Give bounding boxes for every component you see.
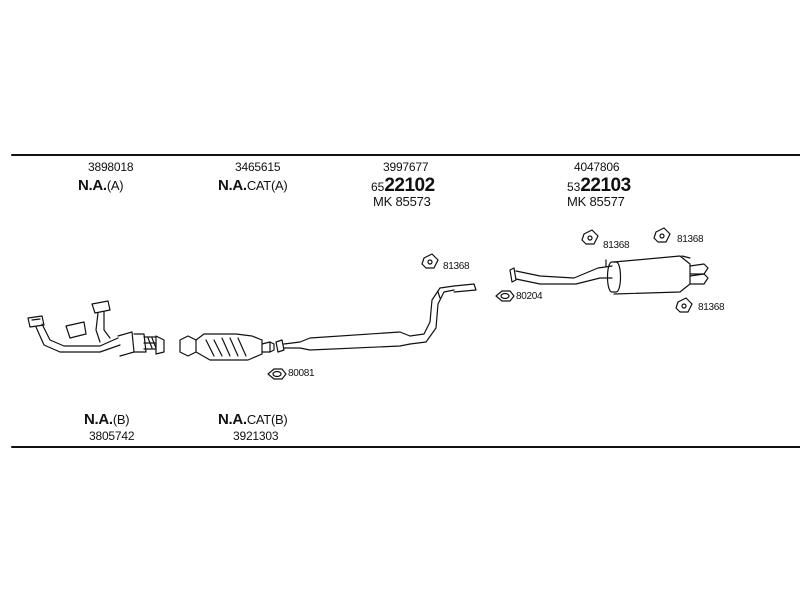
variant-suffix: CAT(A) [246,178,288,193]
article-prefix: 65 [371,180,385,194]
na-text: N.A. [84,411,113,428]
article-main: 22102 [384,175,435,196]
clamp-number: 81368 [443,261,470,272]
part-code-label: 3805742 [89,429,135,443]
clamp-number: 81368 [603,240,630,251]
rear-muffler [509,255,709,295]
article-main: 22103 [580,175,631,196]
part-code-label: 3898018 [88,160,134,174]
article-prefix: 53 [567,180,581,194]
center-pipe [275,283,477,353]
na-label: N.A.(A) [78,177,124,194]
catalytic-converter [179,333,275,361]
part-code-label: 3465615 [235,160,281,174]
variant-suffix: CAT(B) [246,412,288,427]
part-code-label: 3997677 [383,160,429,174]
front-pipe-manifold [27,300,165,357]
clamp-number: 81368 [698,302,725,313]
gasket-number: 80081 [288,368,315,379]
article-number: 5322103 [567,176,631,195]
part-code-label: 4047806 [574,160,620,174]
gaskets [267,290,515,380]
na-text: N.A. [218,177,247,194]
gasket-number: 80204 [516,291,543,302]
na-text: N.A. [78,177,107,194]
na-label: N.A.(B) [84,411,130,428]
mk-reference: MK 85573 [373,194,431,209]
na-text: N.A. [218,411,247,428]
na-label: N.A.CAT(B) [218,411,288,428]
clamp-number: 81368 [677,234,704,245]
variant-suffix: (A) [106,178,124,193]
article-number: 6522102 [371,176,435,195]
hanger-rubbers [421,227,693,313]
variant-suffix: (B) [112,412,130,427]
part-code-label: 3921303 [233,429,279,443]
mk-reference: MK 85577 [567,194,625,209]
na-label: N.A.CAT(A) [218,177,288,194]
